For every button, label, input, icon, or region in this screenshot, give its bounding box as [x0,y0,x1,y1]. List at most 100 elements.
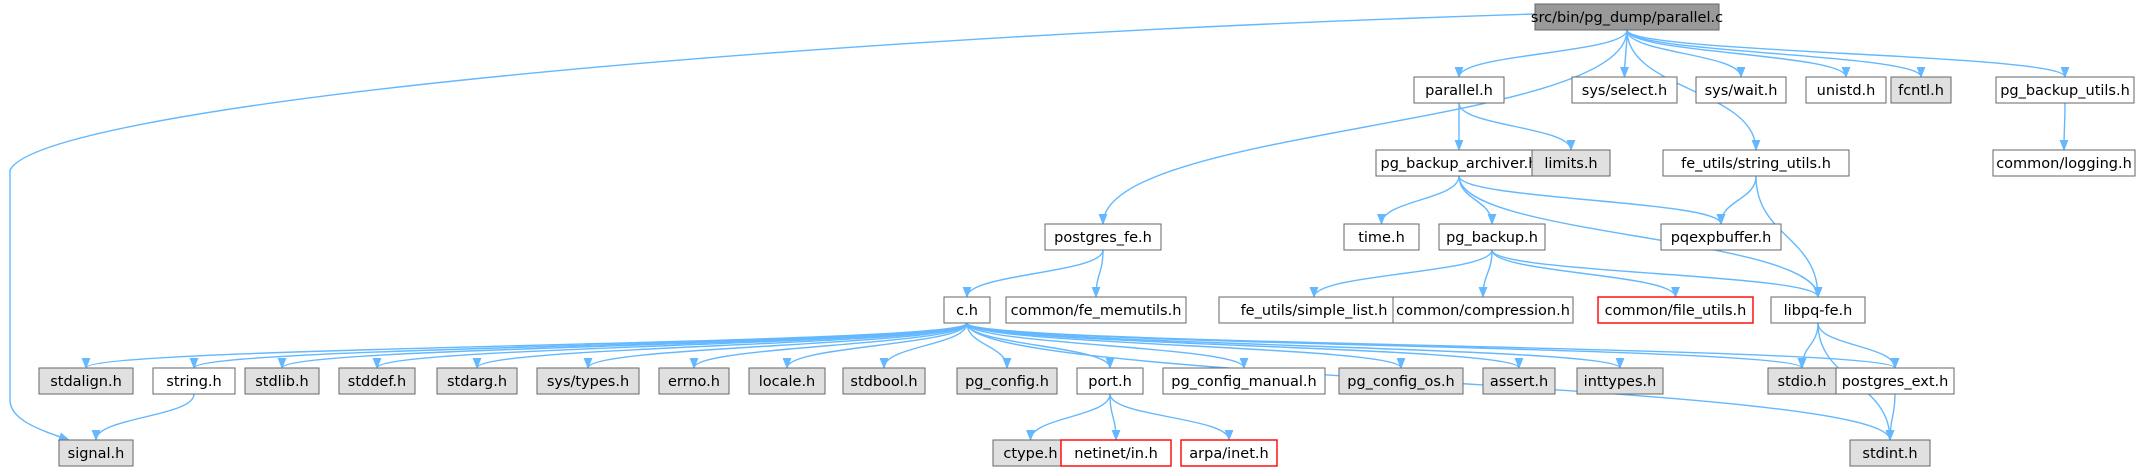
node-common-compression-h[interactable]: common/compression.h [1392,296,1574,324]
node-libpq-fe-h[interactable]: libpq-fe.h [1770,296,1866,324]
node-label: pg_config.h [965,374,1049,390]
node-label: signal.h [68,446,125,462]
node-stdio-h[interactable]: stdio.h [1767,367,1837,395]
node-pg-config-os-h[interactable]: pg_config_os.h [1338,367,1464,395]
edge-pg_backup_h-to-common_compression_h [1478,249,1493,299]
node-box [1343,223,1420,251]
edge-parallel_c-to-signal_h [9,13,1536,441]
node-signal-h[interactable]: signal.h [58,439,134,467]
node-box [1767,367,1837,395]
node-common-file-utils-h[interactable]: common/file_utils.h [1597,296,1754,324]
node-label: pqexpbuffer.h [1671,230,1772,246]
node-box [1597,296,1754,324]
node-stdarg-h[interactable]: stdarg.h [436,367,518,395]
node-pqexpbuffer-h[interactable]: pqexpbuffer.h [1660,223,1782,251]
node-postgres-ext-h[interactable]: postgres_ext.h [1835,367,1955,395]
edge-c_h-to-stdarg_h [472,322,968,370]
node-box [842,367,926,395]
node-stdint-h[interactable]: stdint.h [1849,439,1931,467]
node-box [1392,296,1574,324]
edge-c_h-to-port_h [966,322,1115,370]
node-ctype-h[interactable]: ctype.h [992,439,1069,467]
node-sys-wait-h[interactable]: sys/wait.h [1695,76,1787,104]
node-inttypes-h[interactable]: inttypes.h [1576,367,1664,395]
node-label: parallel.h [1425,83,1493,99]
edge-parallel_c-to-unistd_h [1626,29,1851,79]
node-box [943,296,991,324]
node-box [1044,223,1162,251]
node-label: stdio.h [1778,374,1827,390]
node-fe-string-utils-h[interactable]: fe_utils/string_utils.h [1662,149,1850,177]
edge-postgres_fe_h-to-common_fe_memutils_h [1091,249,1104,299]
node-c-h[interactable]: c.h [943,296,991,324]
edge-c_h-to-stdlib_h [277,322,968,370]
node-box [244,367,320,395]
node-fe-simple-list-h[interactable]: fe_utils/simple_list.h [1218,296,1410,324]
node-port-h[interactable]: port.h [1076,367,1144,395]
node-box [748,367,826,395]
node-fcntl-h[interactable]: fcntl.h [1890,76,1952,104]
node-stdlib-h[interactable]: stdlib.h [244,367,320,395]
node-box [1890,76,1952,104]
node-label: assert.h [1490,374,1548,390]
node-pg-config-h[interactable]: pg_config.h [956,367,1058,395]
node-box [152,367,236,395]
node-label: ctype.h [1003,446,1057,462]
edge-c_h-to-pg_config_os_h [966,322,1406,370]
node-stdalign-h[interactable]: stdalign.h [38,367,134,395]
nodes-layer: src/bin/pg_dump/parallel.c signal.h postgr… [38,3,2136,467]
node-locale-h[interactable]: locale.h [748,367,826,395]
node-sys-select-h[interactable]: sys/select.h [1571,76,1678,104]
node-label: pg_config_manual.h [1171,374,1316,390]
node-label: inttypes.h [1584,374,1657,390]
node-common-fe-memutils-h[interactable]: common/fe_memutils.h [1005,296,1187,324]
node-pg-backup-h[interactable]: pg_backup.h [1438,223,1546,251]
node-box [1162,367,1326,395]
node-label: common/logging.h [1996,156,2132,172]
node-label: sys/wait.h [1705,83,1778,99]
node-limits-h[interactable]: limits.h [1531,149,1611,177]
edge-port_h-to-arpa_inet_h [1109,393,1234,442]
node-box [1438,223,1546,251]
node-box [1338,367,1464,395]
node-pg-config-manual-h[interactable]: pg_config_manual.h [1162,367,1326,395]
node-string-h[interactable]: string.h [152,367,236,395]
node-stdbool-h[interactable]: stdbool.h [842,367,926,395]
node-errno-h[interactable]: errno.h [658,367,730,395]
node-sys-types-h[interactable]: sys/types.h [536,367,640,395]
node-label: stdint.h [1862,446,1917,462]
node-box [1576,367,1664,395]
node-time-h[interactable]: time.h [1343,223,1420,251]
edge-c_h-to-stddef_h [372,322,968,370]
node-label: stdalign.h [50,374,122,390]
node-box [1770,296,1866,324]
node-assert-h[interactable]: assert.h [1482,367,1556,395]
node-label: limits.h [1544,156,1597,172]
node-pg-backup-archiver-h[interactable]: pg_backup_archiver.h [1375,149,1543,177]
node-arpa-inet-h[interactable]: arpa/inet.h [1180,439,1278,467]
node-label: locale.h [759,374,816,390]
node-parallel-c[interactable]: src/bin/pg_dump/parallel.c [1531,3,1723,31]
node-pg-backup-utils-h[interactable]: pg_backup_utils.h [1995,76,2135,104]
node-box [658,367,730,395]
node-postgres-fe-h[interactable]: postgres_fe.h [1044,223,1162,251]
edge-c_h-to-inttypes_h [966,322,1625,370]
node-parallel-h[interactable]: parallel.h [1413,76,1505,104]
edge-postgres_ext_h-to-stdint_h [1885,393,1896,442]
node-label: fe_utils/string_utils.h [1681,156,1831,172]
node-box [1805,76,1887,104]
node-common-logging-h[interactable]: common/logging.h [1992,149,2136,177]
node-stddef-h[interactable]: stddef.h [338,367,416,395]
node-label: c.h [956,303,978,319]
edge-parallel_c-to-sys_select_h [1620,29,1629,79]
edge-port_h-to-ctype_h [1026,393,1111,442]
edge-parallel_c-to-fcntl_h [1626,29,1926,79]
edge-parallel_h-to-limits_h [1458,102,1576,152]
node-box [992,439,1069,467]
node-netinet-in-h[interactable]: netinet/in.h [1060,439,1172,467]
node-box [1531,149,1611,177]
node-label: stddef.h [348,374,406,390]
node-unistd-h[interactable]: unistd.h [1805,76,1887,104]
node-label: fcntl.h [1898,83,1944,99]
